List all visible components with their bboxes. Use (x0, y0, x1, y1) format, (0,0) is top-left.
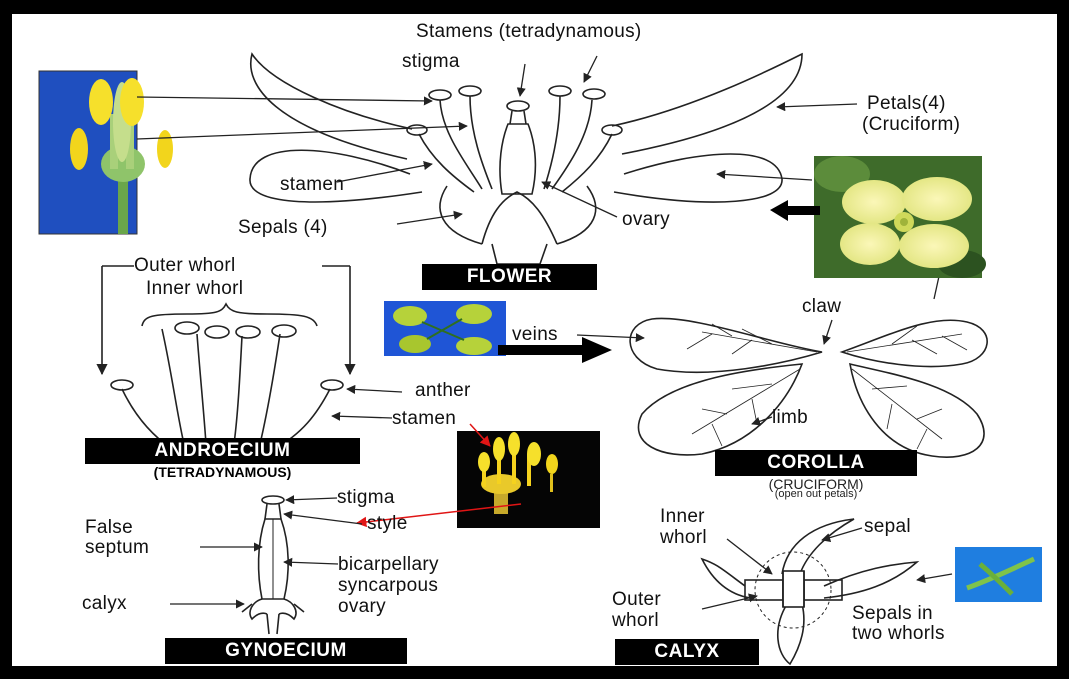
black-arrow-left (770, 200, 820, 221)
label-limb: limb (772, 408, 808, 428)
label-bicarpellary: bicarpellary (338, 555, 439, 575)
label-cruciform-paren: (Cruciform) (862, 115, 960, 135)
calyx-pointers (702, 528, 952, 609)
title-flower: FLOWER (422, 264, 597, 290)
photo-sepals-blue (955, 547, 1042, 602)
label-outer-whorl-calyx-line2: whorl (612, 611, 659, 631)
label-calyx-small: calyx (82, 594, 127, 614)
title-tetradynamous: (TETRADYNAMOUS) (85, 464, 360, 480)
label-sepals-in-two-whorls-line1: Sepals in (852, 604, 933, 624)
title-androecium: ANDROECIUM (85, 438, 360, 464)
label-sepals-in-two-whorls-line2: two whorls (852, 624, 945, 644)
label-inner-whorl-calyx-line2: whorl (660, 528, 707, 548)
title-gynoecium: GYNOECIUM (165, 638, 407, 664)
label-petals: Petals(4) (867, 94, 946, 114)
photo-androecium-black (457, 431, 600, 528)
label-claw: claw (802, 297, 841, 317)
photo-petals-blue (384, 301, 506, 356)
title-calyx: CALYX (615, 639, 759, 665)
label-false-septum-line2: septum (85, 538, 149, 558)
label-stigma-gynoecium: stigma (337, 488, 395, 508)
label-syncarpous: syncarpous (338, 576, 438, 596)
label-false-septum-line1: False (85, 518, 133, 538)
gynoecium-drawing (242, 496, 304, 634)
label-stamen-flower: stamen (280, 175, 344, 195)
photo-cruciform-flower (814, 156, 986, 278)
label-sepals: Sepals (4) (238, 218, 328, 238)
label-inner-whorl: Inner whorl (146, 279, 243, 299)
label-stamen-andro: stamen (392, 409, 456, 429)
diagram-frame: Stamens (tetradynamous) stigma Petals(4)… (12, 14, 1057, 666)
label-anther: anther (415, 381, 471, 401)
label-outer-whorl-calyx-line1: Outer (612, 590, 661, 610)
label-outer-whorl: Outer whorl (134, 256, 236, 276)
corolla-drawing (630, 318, 987, 457)
label-stigma-top: stigma (402, 52, 460, 72)
label-stamens-tetradynamous: Stamens (tetradynamous) (416, 22, 642, 42)
label-sepal: sepal (864, 517, 911, 537)
title-corolla: COROLLA (715, 450, 917, 476)
flower-drawing (250, 54, 802, 276)
label-veins: veins (512, 325, 558, 345)
title-open-out-petals: (open out petals) (715, 488, 917, 500)
label-inner-whorl-calyx-line1: Inner (660, 507, 705, 527)
photo-stamens-closeup (39, 71, 173, 234)
label-ovary-gynoecium: ovary (338, 597, 386, 617)
label-style: style (367, 514, 408, 534)
label-ovary: ovary (622, 210, 670, 230)
